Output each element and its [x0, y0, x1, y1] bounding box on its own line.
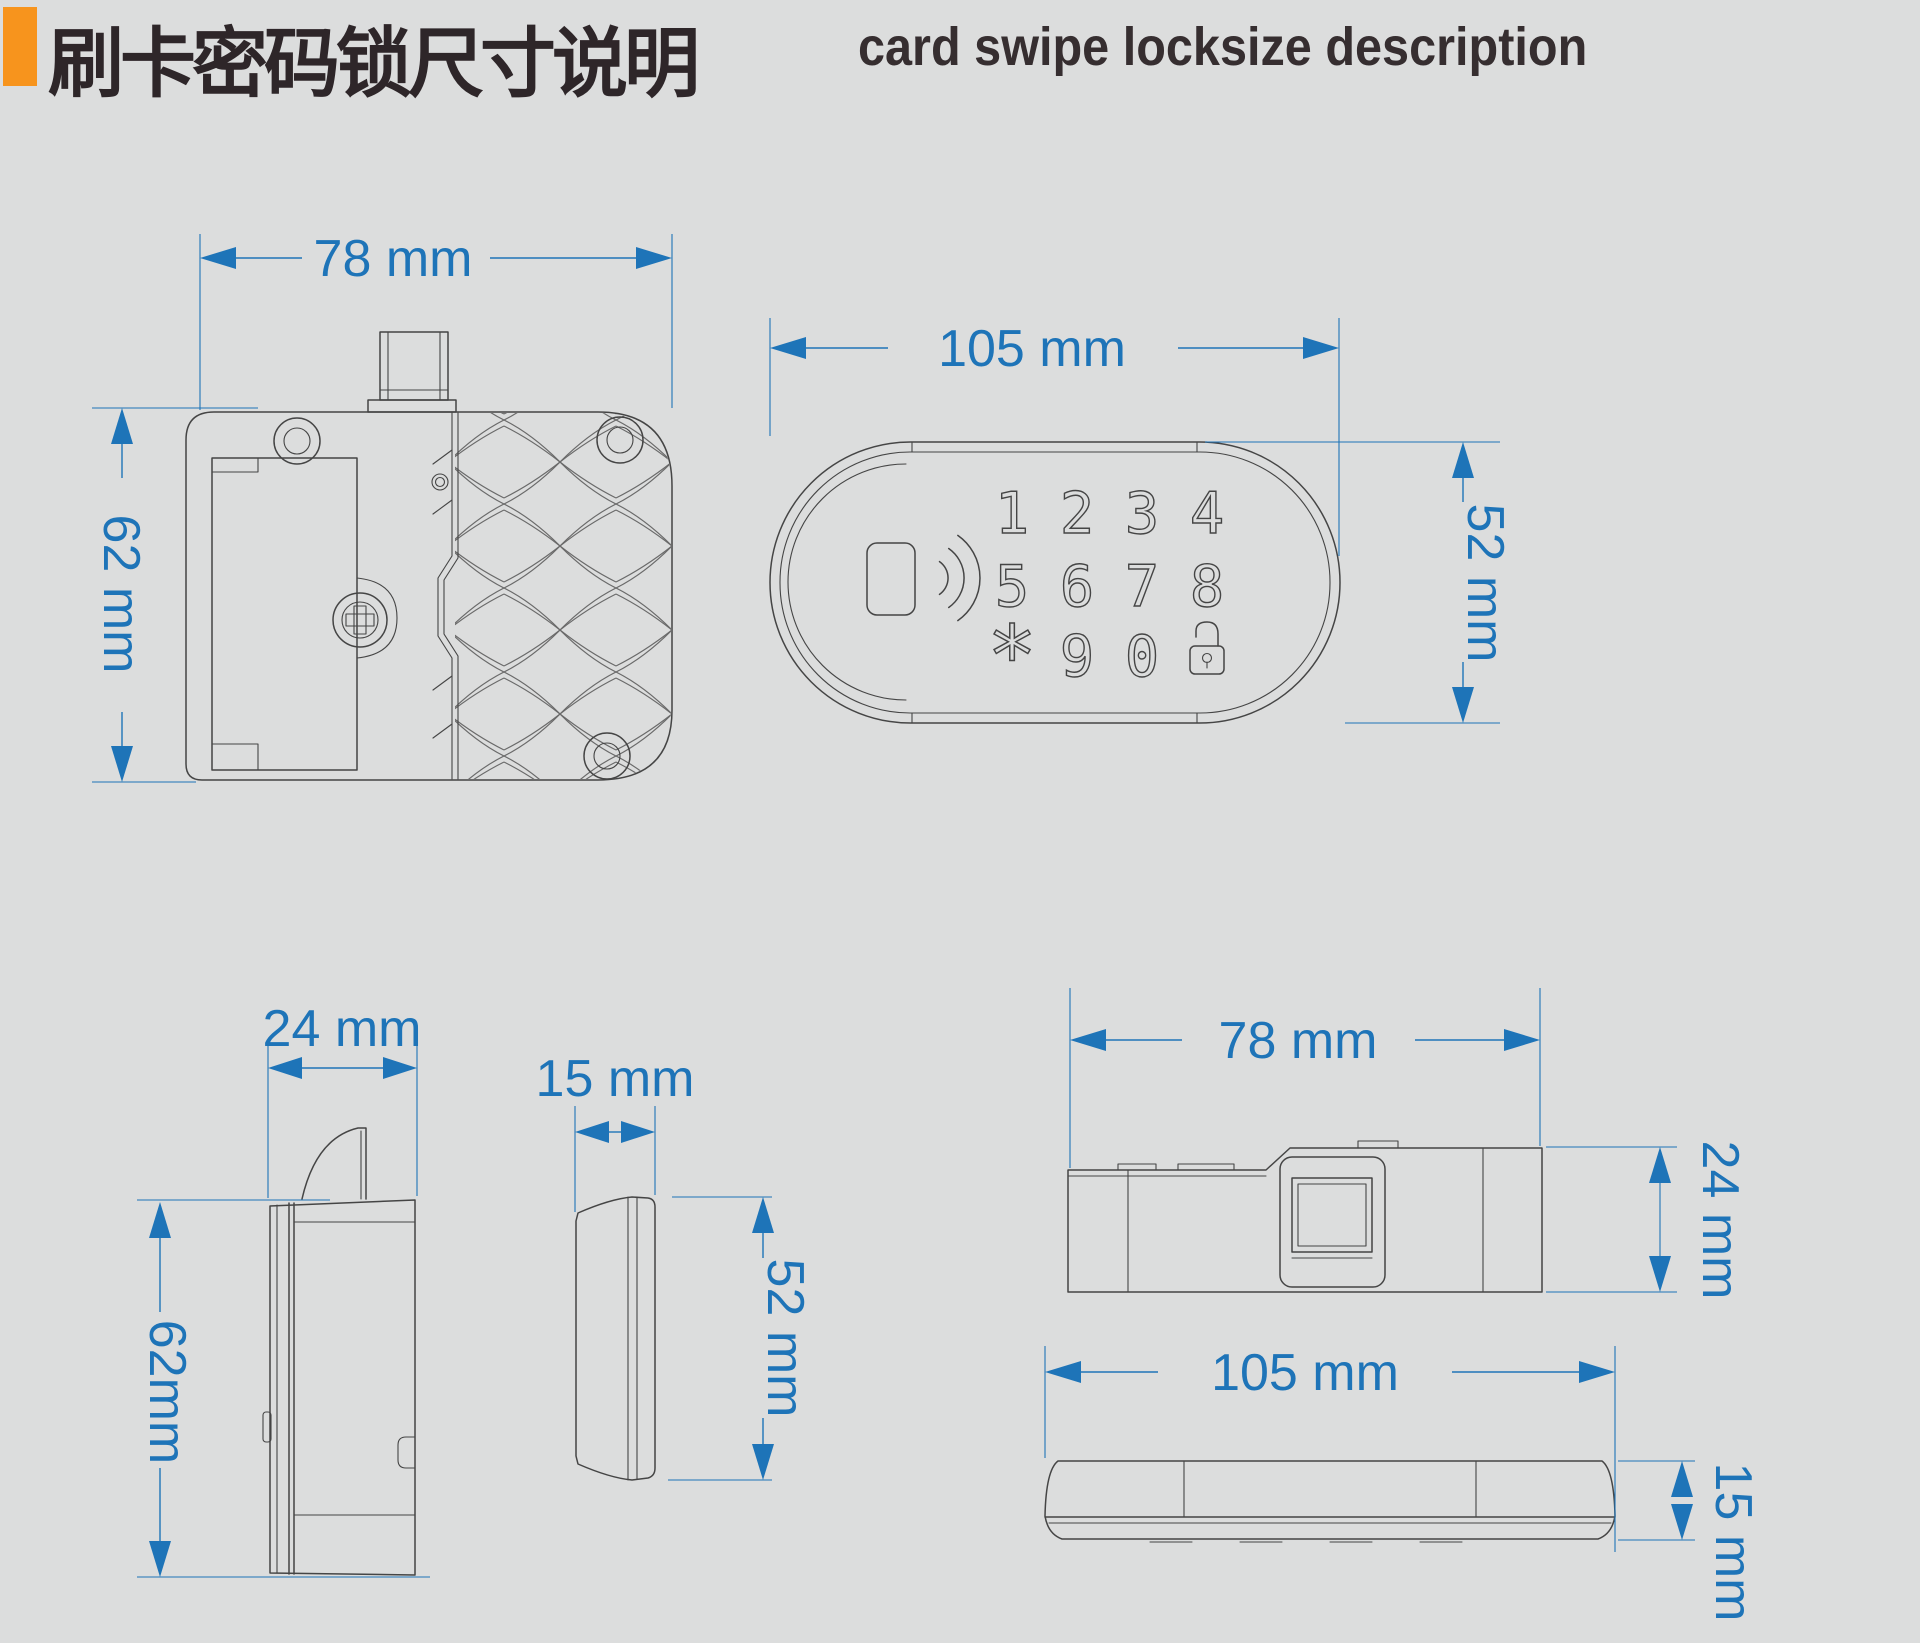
keypad-outline-outer — [769, 441, 1341, 724]
side-body-outline — [269, 1199, 416, 1576]
front-view: 1 2 3 4 5 6 7 8 * 9 0 — [769, 318, 1514, 724]
panel-width-label: 15 mm — [536, 1050, 695, 1108]
top-width-dimension: 78 mm — [1069, 988, 1541, 1168]
top-height-dimension: 24 mm — [1546, 1141, 1749, 1300]
key-1[interactable]: 1 — [994, 480, 1030, 547]
pin-hole — [431, 473, 449, 491]
panel-outline — [575, 1196, 656, 1481]
bottom-height-label: 15 mm — [1704, 1463, 1762, 1622]
latch-fin — [301, 1127, 367, 1200]
panel-height-label: 52 mm — [756, 1259, 814, 1418]
bottom-view: 105 mm 15 mm — [1044, 1344, 1762, 1622]
side-height-dimension: 62mm — [137, 1199, 430, 1578]
top-height-label: 24 mm — [1691, 1141, 1749, 1300]
key-9[interactable]: 9 — [1059, 623, 1095, 690]
phillips-screw-icon — [345, 605, 375, 635]
bottom-width-dimension: 105 mm — [1044, 1344, 1616, 1552]
back-width-dimension: 78 mm — [199, 230, 673, 410]
battery-cover — [211, 457, 398, 771]
key-7[interactable]: 7 — [1124, 553, 1160, 620]
back-width-label: 78 mm — [314, 230, 473, 288]
top-width-label: 78 mm — [1219, 1012, 1378, 1070]
page-title-english: card swipe locksize description — [858, 17, 1588, 77]
key-2[interactable]: 2 — [1059, 480, 1095, 547]
screw-hole-top-left — [273, 417, 321, 465]
side-width-label: 24 mm — [263, 1000, 422, 1058]
bottom-height-dimension: 15 mm — [1618, 1460, 1762, 1622]
side-width-dimension: 24 mm — [263, 1000, 422, 1198]
key-6[interactable]: 6 — [1059, 553, 1095, 620]
accent-bar — [3, 7, 37, 86]
back-height-label: 62 mm — [92, 515, 150, 674]
panel-side-view: 15 mm 52 mm — [536, 1050, 814, 1481]
back-height-dimension: 62 mm — [92, 407, 258, 783]
front-height-label: 52 mm — [1456, 504, 1514, 663]
key-3[interactable]: 3 — [1124, 480, 1160, 547]
mesh-texture — [432, 412, 671, 780]
side-height-label: 62mm — [138, 1320, 196, 1464]
front-width-label: 105 mm — [938, 320, 1126, 378]
top-body-outline — [1067, 1147, 1543, 1293]
side-view: 24 mm 62mm — [137, 1000, 430, 1578]
front-height-dimension: 52 mm — [1205, 441, 1514, 724]
key-8[interactable]: 8 — [1189, 553, 1225, 620]
back-view: 78 mm 62 mm — [92, 230, 673, 783]
panel-height-dimension: 52 mm — [668, 1196, 814, 1481]
front-width-dimension: 105 mm — [769, 318, 1340, 556]
screw-hole-bottom-right — [583, 732, 631, 780]
key-4[interactable]: 4 — [1189, 480, 1225, 547]
key-star[interactable]: * — [987, 608, 1038, 705]
keypad-keys: 1 2 3 4 5 6 7 8 * 9 0 — [987, 480, 1225, 705]
latch-top — [1279, 1156, 1386, 1288]
bottom-body-outline — [1044, 1460, 1616, 1540]
bottom-width-label: 105 mm — [1211, 1344, 1399, 1402]
top-view: 78 mm 24 mm — [1067, 988, 1749, 1300]
card-icon — [866, 542, 916, 616]
keypad-outline-inner — [779, 451, 1331, 714]
screw-hole-top-right — [596, 416, 644, 464]
rfid-waves-icon — [938, 534, 981, 622]
key-0[interactable]: 0 — [1124, 623, 1160, 690]
latch-stem — [367, 331, 457, 413]
lock-body-outline — [185, 411, 673, 781]
panel-width-dimension: 15 mm — [536, 1050, 695, 1212]
page-title-chinese: 刷卡密码锁尺寸说明 — [48, 19, 700, 108]
key-5[interactable]: 5 — [994, 553, 1030, 620]
keypad-left-arc — [787, 463, 907, 701]
unlock-icon[interactable] — [1189, 621, 1225, 675]
